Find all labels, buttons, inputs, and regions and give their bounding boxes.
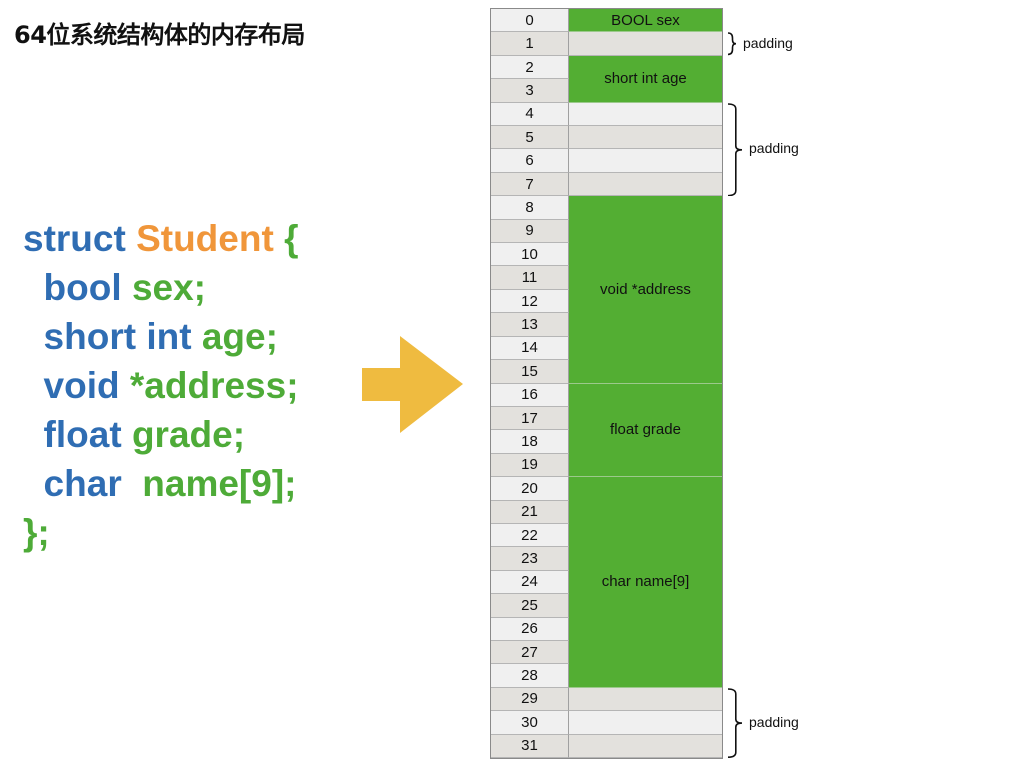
code-line: void *address; xyxy=(23,361,299,410)
code-token: struct xyxy=(23,218,137,259)
byte-index: 10 xyxy=(491,243,569,267)
byte-index: 27 xyxy=(491,640,569,665)
field-label: float grade xyxy=(610,421,681,439)
code-token: sex; xyxy=(131,267,206,308)
byte-index: 20 xyxy=(491,477,569,501)
byte-index: 15 xyxy=(491,360,569,384)
byte-index: 22 xyxy=(491,523,569,548)
code-token: short int xyxy=(23,316,202,357)
byte-index: 8 xyxy=(491,196,569,220)
byte-index: 23 xyxy=(491,547,569,571)
byte-cell xyxy=(569,734,722,758)
padding-label: padding xyxy=(749,140,799,157)
field-label: char name[9] xyxy=(601,573,690,591)
field-label: void *address xyxy=(600,280,691,298)
byte-index: 28 xyxy=(491,664,569,688)
byte-index: 25 xyxy=(491,594,569,618)
byte-index: 29 xyxy=(491,687,569,712)
code-token: void xyxy=(23,365,130,406)
byte-cell xyxy=(569,102,722,127)
code-token: Student xyxy=(136,218,285,259)
field-block: short int age xyxy=(569,55,722,103)
byte-index: 12 xyxy=(491,289,569,314)
byte-index: 17 xyxy=(491,406,569,431)
right-arrow-icon xyxy=(362,336,463,433)
byte-index: 30 xyxy=(491,711,569,735)
byte-index: 13 xyxy=(491,313,569,337)
field-label: BOOL sex xyxy=(611,11,680,29)
byte-index: 7 xyxy=(491,172,569,197)
brace-icon xyxy=(727,102,743,197)
field-block: char name[9] xyxy=(569,477,722,688)
byte-cell xyxy=(569,126,722,150)
code-token: grade; xyxy=(131,414,246,455)
code-token: age; xyxy=(201,316,278,357)
byte-cell xyxy=(569,172,722,197)
code-token: name[9]; xyxy=(142,463,297,504)
code-token: float xyxy=(23,414,132,455)
byte-cell xyxy=(569,32,722,56)
byte-index: 9 xyxy=(491,219,569,244)
code-line: char name[9]; xyxy=(23,459,299,508)
code-token: }; xyxy=(23,512,50,553)
code-line: bool sex; xyxy=(23,263,299,312)
byte-cell xyxy=(569,711,722,735)
byte-index: 0 xyxy=(491,9,569,33)
byte-cell xyxy=(569,149,722,173)
byte-index: 2 xyxy=(491,55,569,80)
byte-index: 26 xyxy=(491,617,569,641)
byte-index: 19 xyxy=(491,453,569,478)
code-line: float grade; xyxy=(23,410,299,459)
code-token: char xyxy=(23,463,143,504)
byte-index: 4 xyxy=(491,102,569,127)
brace-icon xyxy=(727,32,737,56)
byte-index: 1 xyxy=(491,32,569,56)
code-token: *address; xyxy=(129,365,299,406)
byte-index: 3 xyxy=(491,79,569,103)
field-label: short int age xyxy=(604,70,687,88)
byte-index: 16 xyxy=(491,383,569,407)
byte-index: 31 xyxy=(491,734,569,758)
field-block: float grade xyxy=(569,383,722,478)
field-block: BOOL sex xyxy=(569,9,722,33)
struct-code: struct Student { bool sex; short int age… xyxy=(23,214,299,557)
byte-index: 18 xyxy=(491,430,569,454)
code-token: bool xyxy=(23,267,132,308)
code-line: short int age; xyxy=(23,312,299,361)
byte-cell xyxy=(569,687,722,712)
slide-title: 64位系统结构体的内存布局 xyxy=(14,21,305,49)
brace-icon xyxy=(727,687,743,758)
code-token: { xyxy=(284,218,299,259)
code-line: struct Student { xyxy=(23,214,299,263)
byte-index: 21 xyxy=(491,500,569,524)
byte-index: 14 xyxy=(491,336,569,361)
field-block: void *address xyxy=(569,196,722,384)
padding-label: padding xyxy=(749,713,799,730)
byte-index: 24 xyxy=(491,570,569,595)
byte-index: 11 xyxy=(491,266,569,290)
byte-index: 5 xyxy=(491,126,569,150)
byte-index: 6 xyxy=(491,149,569,173)
code-line: }; xyxy=(23,508,299,557)
padding-label: padding xyxy=(743,35,793,52)
